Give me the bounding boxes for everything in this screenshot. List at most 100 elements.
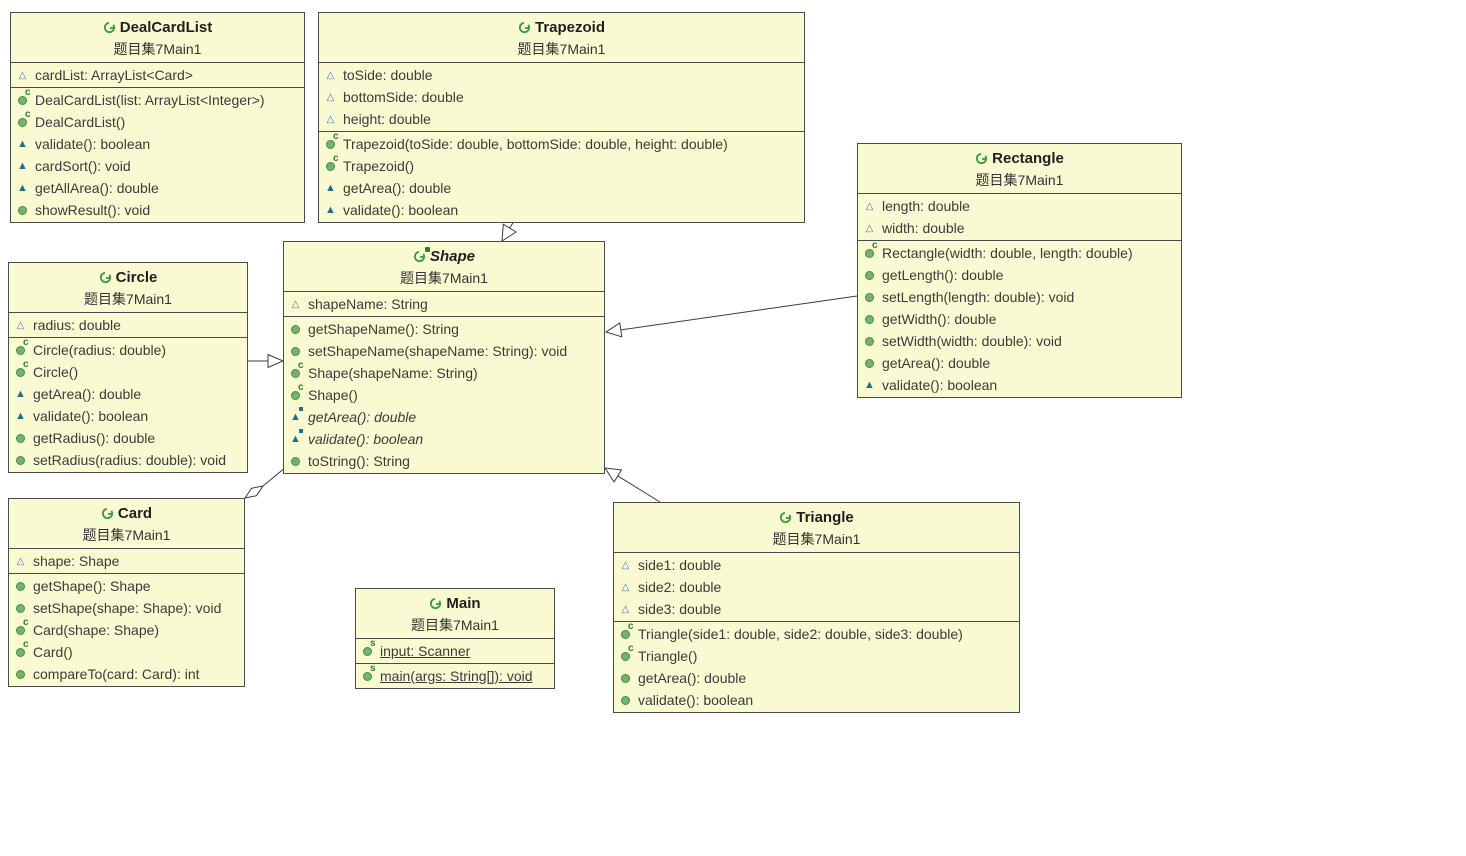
member-row[interactable]: △ side2: double <box>614 576 1019 598</box>
member-label: toString(): String <box>308 453 410 469</box>
member-label: width: double <box>882 220 965 236</box>
member-row[interactable]: △bottomSide: double <box>319 86 804 108</box>
member-row[interactable]: setRadius(radius: double): void <box>9 449 247 471</box>
member-label: validate(): boolean <box>33 408 149 424</box>
class-header: DealCardList 题目集7Main1 <box>11 13 304 62</box>
fields-compartment: △cardList: ArrayList<Card> <box>11 62 304 87</box>
member-row[interactable]: △ width: double <box>858 217 1181 239</box>
member-row[interactable]: ▲validate(): boolean <box>319 199 804 221</box>
constructor-icon: c <box>16 87 31 107</box>
member-label: getArea(): double <box>33 386 142 402</box>
member-row[interactable]: validate(): boolean <box>614 689 1019 711</box>
member-row[interactable]: getShape(): Shape <box>9 575 244 597</box>
public-method-icon <box>14 432 27 445</box>
public-method-icon <box>863 269 876 282</box>
member-label: Shape() <box>308 387 358 403</box>
member-row[interactable]: getWidth(): double <box>858 308 1181 330</box>
member-row[interactable]: △shape: Shape <box>9 550 244 572</box>
class-package: 题目集7Main1 <box>517 41 606 57</box>
class-box-rectangle[interactable]: Rectangle 题目集7Main1 △length: double△widt… <box>857 143 1182 398</box>
member-label: DealCardList() <box>35 114 126 130</box>
class-icon <box>99 271 112 284</box>
member-label: Card(shape: Shape) <box>33 622 160 638</box>
member-row[interactable]: △length: double <box>858 195 1181 217</box>
member-row[interactable]: toString(): String <box>284 450 604 472</box>
member-row[interactable]: setShapeName(shapeName: String): void <box>284 340 604 362</box>
inheritance-arrowhead <box>501 223 518 242</box>
public-method-icon <box>14 580 27 593</box>
member-label: side2: double <box>638 579 722 595</box>
member-row[interactable]: △toSide: double <box>319 64 804 86</box>
member-row[interactable]: ▲cardSort(): void <box>11 155 304 177</box>
member-row[interactable]: △height: double <box>319 108 804 130</box>
class-header: Card 题目集7Main1 <box>9 499 244 548</box>
field-icon: △ <box>865 222 874 234</box>
member-row[interactable]: △side3: double <box>614 598 1019 620</box>
member-row[interactable]: compareTo(card: Card): int <box>9 663 244 685</box>
class-box-triangle[interactable]: Triangle 题目集7Main1 △side1: double △ side2:… <box>613 502 1020 713</box>
member-row[interactable]: setLength(length: double): void <box>858 286 1181 308</box>
class-package: 题目集7Main1 <box>772 531 861 547</box>
member-row[interactable]: ▲validate(): boolean <box>11 133 304 155</box>
member-row[interactable]: getArea(): double <box>614 667 1019 689</box>
constructor-icon: c <box>14 639 29 659</box>
member-row[interactable]: getArea(): double <box>858 352 1181 374</box>
class-icon <box>779 511 792 524</box>
field-icon: △ <box>621 581 630 593</box>
class-box-dealcardlist[interactable]: DealCardList 题目集7Main1 △cardList: ArrayL… <box>10 12 305 223</box>
constructor-icon: c <box>14 337 29 357</box>
member-row[interactable]: ▲getArea(): double <box>319 177 804 199</box>
member-row[interactable]: setShape(shape: Shape): void <box>9 597 244 619</box>
public-method-icon <box>863 291 876 304</box>
constructor-icon: c <box>14 617 29 637</box>
field-icon: △ <box>326 113 335 125</box>
member-label: getArea(): double <box>638 670 747 686</box>
member-row[interactable]: ▲validate(): boolean <box>858 374 1181 396</box>
member-label: side3: double <box>638 601 722 617</box>
constructor-icon: c <box>619 621 634 641</box>
member-row[interactable]: getLength(): double <box>858 264 1181 286</box>
member-row[interactable]: ▲getArea(): double <box>284 406 604 428</box>
member-row[interactable]: ▲validate(): boolean <box>284 428 604 450</box>
relation-circle-extends-shape <box>248 353 285 369</box>
member-label: bottomSide: double <box>343 89 464 105</box>
member-row[interactable]: △side1: double <box>614 554 1019 576</box>
member-row[interactable]: ▲validate(): boolean <box>9 405 247 427</box>
member-row[interactable]: △shapeName: String <box>284 293 604 315</box>
class-name: Rectangle <box>992 150 1064 167</box>
member-row[interactable]: getShapeName(): String <box>284 318 604 340</box>
member-label: validate(): boolean <box>638 692 754 708</box>
member-row[interactable]: △cardList: ArrayList<Card> <box>11 64 304 86</box>
member-row[interactable]: △radius: double <box>9 314 247 336</box>
class-box-shape[interactable]: Shape 题目集7Main1 △shapeName: String getSh… <box>283 241 605 474</box>
member-row[interactable]: ▲getAllArea(): double <box>11 177 304 199</box>
member-row[interactable]: showResult(): void <box>11 199 304 221</box>
member-row[interactable]: getRadius(): double <box>9 427 247 449</box>
class-box-card[interactable]: Card 题目集7Main1 △shape: Shape getShape():… <box>8 498 245 687</box>
member-row[interactable]: setWidth(width: double): void <box>858 330 1181 352</box>
class-header: Shape 题目集7Main1 <box>284 242 604 291</box>
relation-triangle-extends-shape <box>603 467 661 503</box>
member-row[interactable]: ▲getArea(): double <box>9 383 247 405</box>
class-header: Triangle 题目集7Main1 <box>614 503 1019 552</box>
class-box-trapezoid[interactable]: Trapezoid 题目集7Main1 △toSide: double△bott… <box>318 12 805 223</box>
